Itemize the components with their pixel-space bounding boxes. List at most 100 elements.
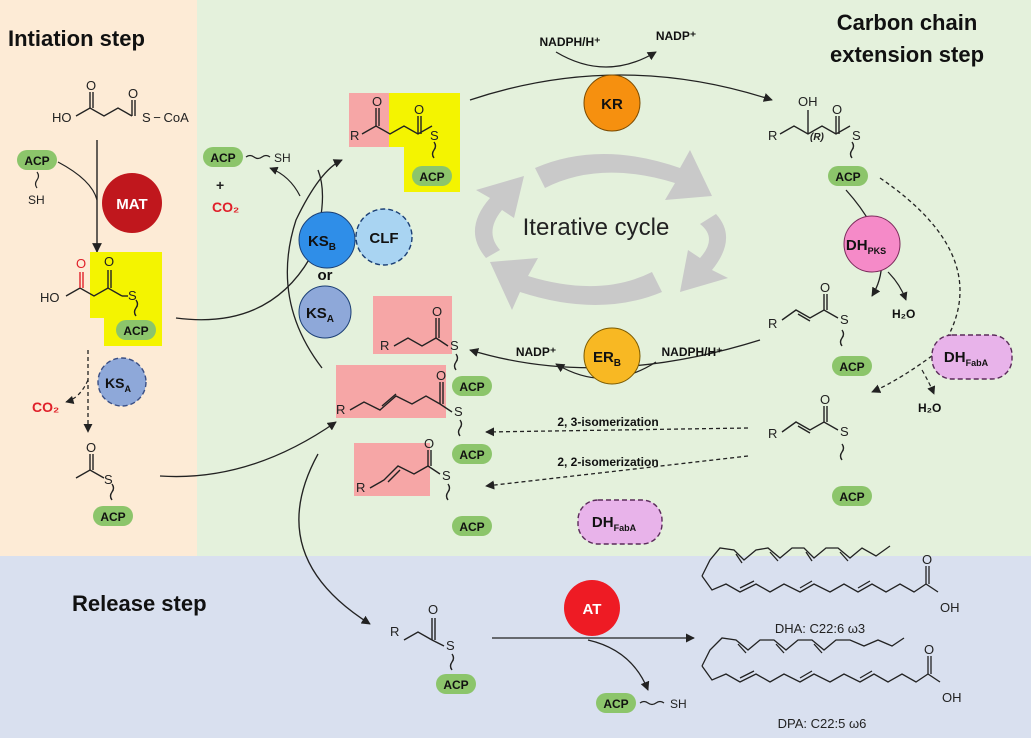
acp-badge	[116, 320, 156, 340]
cycle-label: Iterative cycle	[523, 214, 670, 241]
ketoacyl-acp	[361, 108, 437, 159]
at-enzyme	[564, 580, 620, 636]
ks-a-label: KSA	[105, 375, 131, 394]
cis2-s: S	[442, 468, 451, 483]
acyl-o: O	[432, 304, 442, 319]
release-o: O	[428, 602, 438, 617]
malonyl-acp-o1: O	[76, 256, 86, 271]
release-r: R	[390, 624, 399, 639]
acp-badge	[436, 674, 476, 694]
plus-sign: +	[216, 177, 224, 193]
dh-fabA-water-arrow	[921, 369, 936, 395]
release-acp-arrow	[587, 639, 650, 691]
cis2-r: R	[356, 480, 365, 495]
acp-label: ACP	[839, 360, 864, 374]
malonyl-acp	[65, 270, 139, 317]
enoyl-acp-fabA	[781, 406, 845, 461]
extension-title-line2: extension step	[830, 42, 984, 67]
dh-pks-water-arrow	[887, 271, 908, 301]
dha-oh: OH	[940, 600, 960, 615]
hydroxyacyl-r: R	[768, 128, 777, 143]
acp-label: ACP	[839, 490, 864, 504]
release-acyl-acp	[403, 618, 455, 671]
acp-badge	[17, 150, 57, 170]
acp-sh-top: SH	[274, 151, 291, 165]
malonyl-o2: O	[128, 86, 138, 101]
enoyl-fabA-o: O	[820, 392, 830, 407]
acp-badge	[828, 166, 868, 186]
enoyl-acp-pks	[781, 294, 845, 347]
ketoacyl-highlight-pink	[349, 93, 389, 147]
hydroxyacyl-r-config: (R)	[810, 132, 825, 143]
nadp-top: NADP⁺	[656, 29, 696, 43]
co2-label-initiation: CO₂	[32, 399, 59, 415]
mat-enzyme	[102, 173, 162, 233]
ketoacyl-r: R	[350, 128, 359, 143]
ketoacyl-s: S	[430, 128, 439, 143]
hydroxyacyl-acp	[779, 110, 855, 159]
acp-badge	[452, 516, 492, 536]
acetyl-s: S	[104, 472, 113, 487]
h2o-pks: H₂O	[892, 307, 915, 321]
enoyl-fabA-s: S	[840, 424, 849, 439]
acetyl-acp	[75, 454, 115, 501]
cis2-highlight	[354, 443, 430, 496]
acp-label: ACP	[443, 678, 468, 692]
acp-badge	[452, 376, 492, 396]
ks-b-enzyme	[298, 211, 356, 269]
malonyl-o1: O	[86, 78, 96, 93]
acetyl-to-cycle-arrow	[159, 421, 337, 478]
acp-badge	[596, 693, 636, 713]
acp-sh: SH	[28, 193, 45, 207]
enoyl-pks-s: S	[840, 312, 849, 327]
dpa-label: DPA: C22:5 ω6	[778, 716, 867, 731]
malonyl-acp-ho: HO	[40, 290, 60, 305]
release-title: Release step	[72, 591, 207, 616]
malonyl-scoa: S − CoA	[142, 110, 189, 125]
ks-a-enzyme-cycle	[298, 285, 352, 339]
cis3-enoyl-acp	[349, 382, 463, 437]
acp-badge	[832, 486, 872, 506]
at-label: AT	[583, 601, 602, 618]
ketoacyl-o2: O	[414, 102, 424, 117]
dh-fabA-label: DHFabA	[944, 349, 989, 368]
acp-badge	[832, 356, 872, 376]
acp-label: ACP	[210, 151, 235, 165]
malonyl-ho: HO	[52, 110, 72, 125]
hydroxyacyl-s: S	[852, 128, 861, 143]
dh-pks-label: DHPKS	[846, 237, 886, 256]
acp-label: ACP	[100, 510, 125, 524]
er-b-enzyme	[583, 327, 641, 385]
dh-pks-enzyme	[843, 215, 901, 273]
acp-label: ACP	[603, 697, 628, 711]
enoyl-fabA-r: R	[768, 426, 777, 441]
iterative-cycle-arrows	[474, 150, 728, 310]
clf-label: CLF	[369, 230, 398, 247]
cis3-r: R	[336, 402, 345, 417]
malonyl-to-ks-arrow	[175, 169, 324, 321]
dh-fabA-label: DHFabA	[592, 514, 637, 533]
dh-fabA-enzyme-right	[931, 334, 1013, 380]
co2-release-arrow	[65, 379, 89, 404]
kr-label: KR	[601, 96, 623, 113]
acp-badge	[412, 166, 452, 186]
release-panel	[0, 556, 1031, 738]
acp-linker	[34, 171, 40, 189]
kr-enzyme	[583, 74, 641, 132]
dha-o: O	[922, 552, 932, 567]
acp-sh-in-arrow	[57, 161, 98, 201]
acp-wavy-linker	[639, 700, 665, 706]
mat-label: MAT	[116, 196, 147, 213]
dpa-oh: OH	[942, 690, 962, 705]
clf-enzyme	[355, 208, 413, 266]
acp-sh-release: SH	[670, 697, 687, 711]
acp-badge	[203, 147, 243, 167]
nadph-top: NADPH/H⁺	[539, 35, 600, 49]
cis3-highlight	[336, 365, 446, 418]
acp-co2-release	[269, 166, 301, 197]
release-s: S	[446, 638, 455, 653]
acp-label: ACP	[24, 154, 49, 168]
isom-23-label: 2, 3-isomerization	[557, 415, 658, 429]
nadp-er: NADP⁺	[516, 345, 556, 359]
